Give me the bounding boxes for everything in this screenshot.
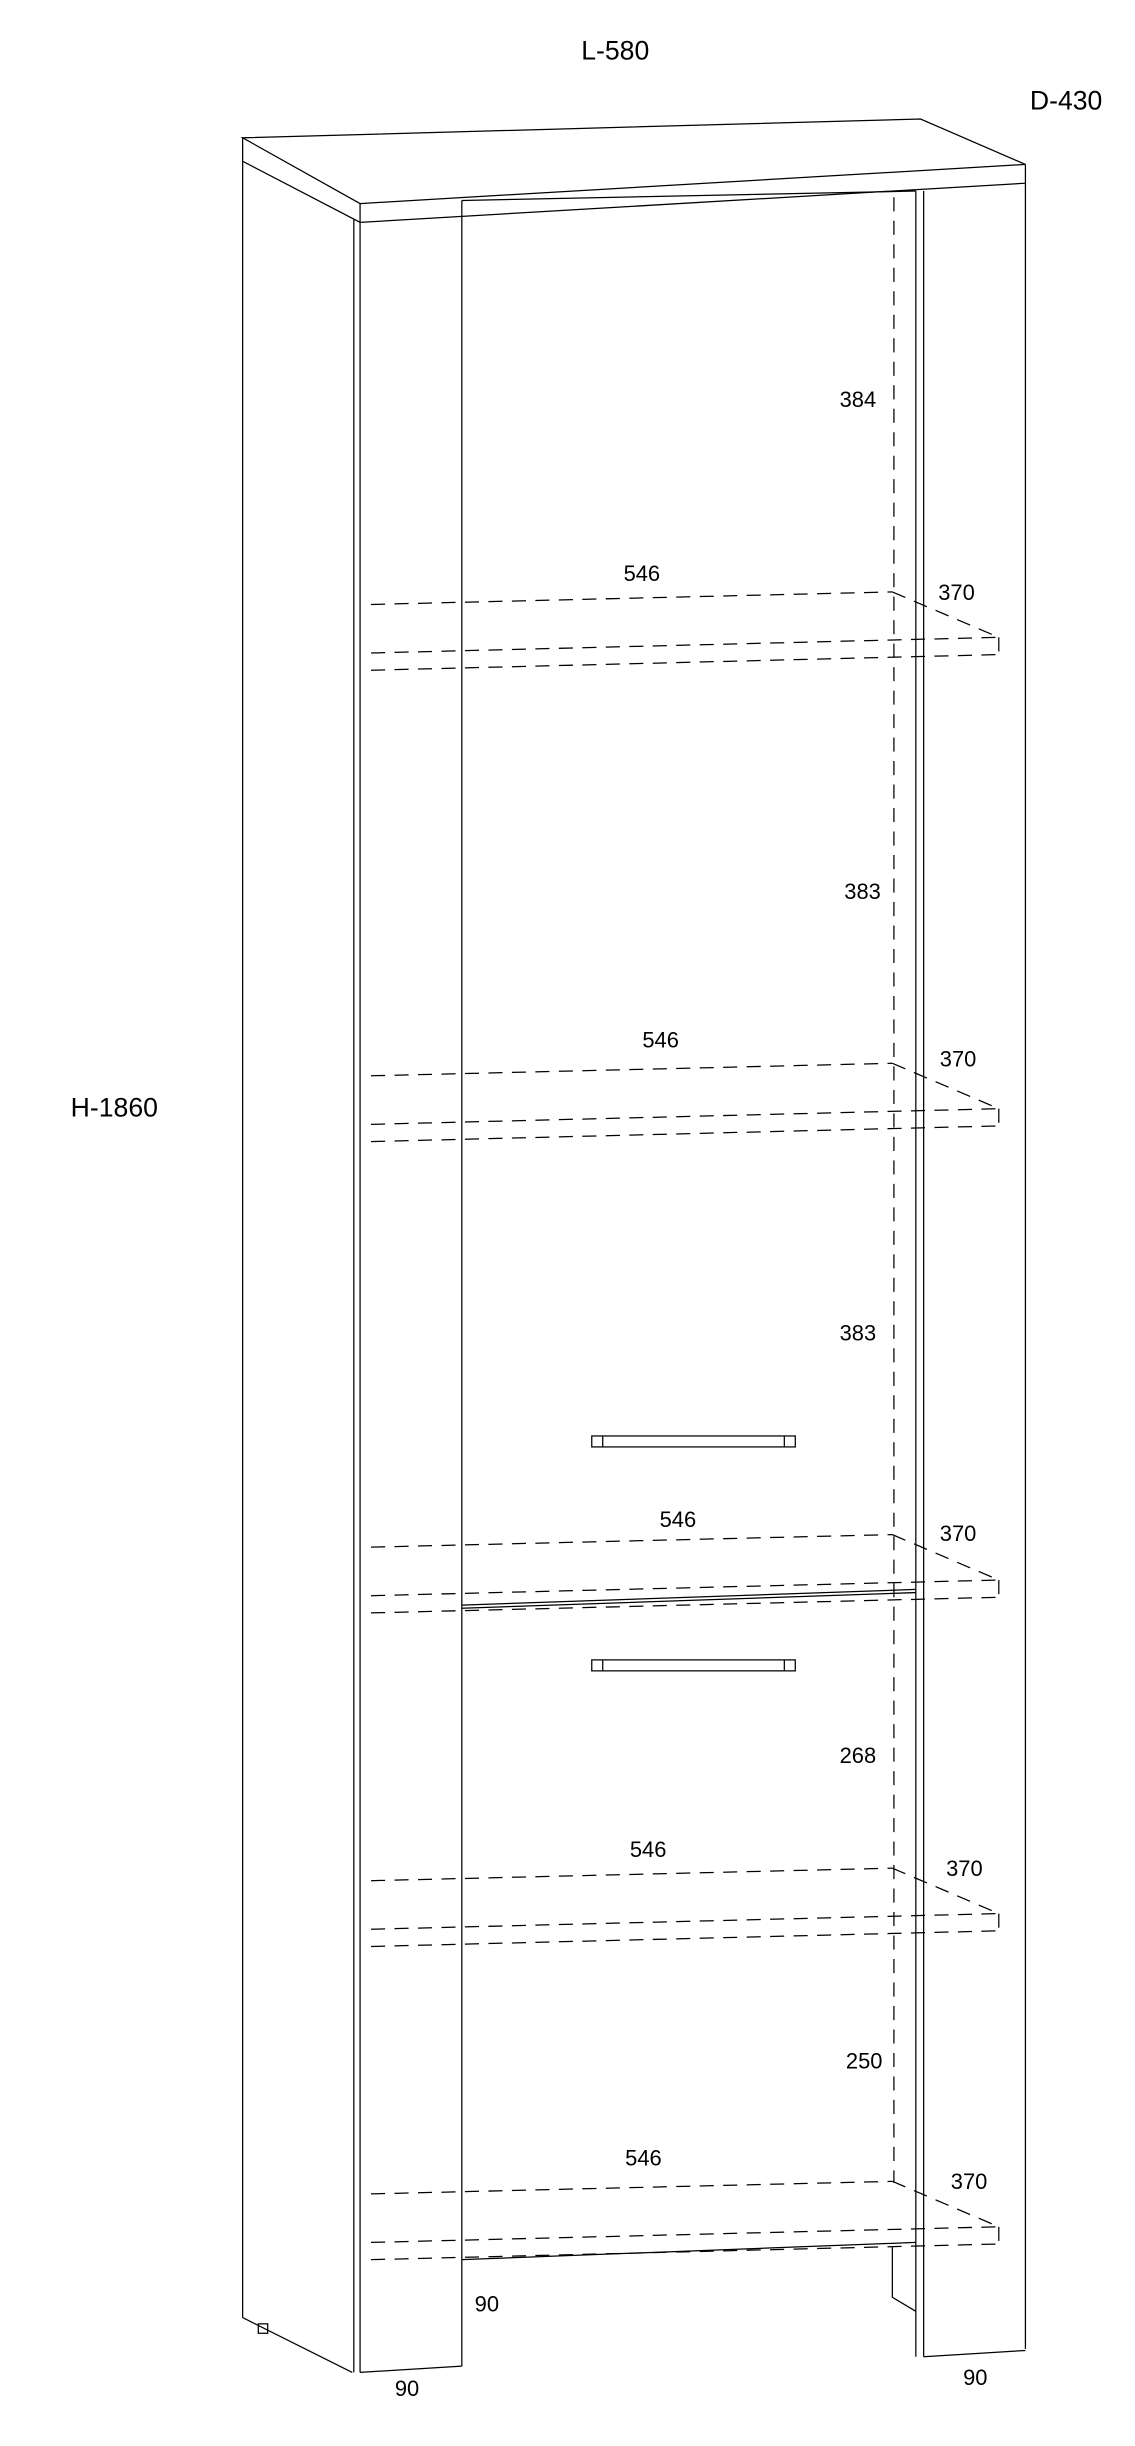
depth-label: D-430 [1030, 86, 1102, 116]
compartment-height-4: 268 [840, 1743, 877, 1768]
length-label: L-580 [581, 36, 649, 66]
top-slab [240, 118, 1027, 223]
shelf-edge [371, 653, 999, 671]
compartment-height-2: 383 [844, 879, 881, 904]
shelf-edge [892, 591, 1000, 638]
shelf-width-2: 546 [642, 1028, 679, 1053]
left-side-panel [242, 161, 353, 2373]
shelf-4 [371, 1867, 1000, 1948]
shelf-depth-5: 370 [951, 2169, 988, 2194]
shelf-depth-3: 370 [940, 1521, 977, 1546]
shelf-edge [371, 1533, 893, 1548]
shelf-edge [371, 1930, 999, 1948]
height-label: H-1860 [71, 1093, 158, 1123]
shelf-edge [371, 2243, 999, 2261]
shelf-edge [892, 2180, 1000, 2228]
compartment-height-3: 383 [840, 1320, 877, 1345]
shelf-edge [892, 1867, 1000, 1915]
door-outline [461, 190, 916, 2261]
upper-handle [591, 1435, 796, 1448]
shelf-1 [371, 591, 1000, 671]
shelf-edge [371, 636, 999, 654]
compartment-height-5: 250 [846, 2049, 883, 2074]
plinth-right-width: 90 [963, 2365, 987, 2390]
shelf-edge [371, 2180, 893, 2195]
shelf-2 [371, 1062, 1000, 1143]
shelf-edge [371, 1912, 999, 1930]
shelf-width-4: 546 [630, 1837, 667, 1862]
shelf-width-3: 546 [660, 1507, 697, 1532]
shelf-edge [371, 1108, 999, 1125]
right-side-panel [891, 183, 1027, 2358]
shelf-width-1: 546 [624, 561, 661, 586]
shelf-edge [371, 591, 893, 606]
shelf-depth-2: 370 [940, 1046, 977, 1071]
lower-handle [591, 1659, 796, 1672]
plinth-front-height: 90 [475, 2291, 499, 2316]
shelf-width-5: 546 [625, 2146, 662, 2171]
shelf-edge [371, 2226, 999, 2244]
shelf-edge [371, 1125, 999, 1143]
left-front-stile [353, 219, 463, 2374]
shelf-edge [892, 1062, 1000, 1110]
plinth-left-width: 90 [395, 2376, 419, 2401]
shelf-depth-4: 370 [946, 1856, 983, 1881]
shelf-edge [371, 1596, 999, 1614]
shelf-depth-1: 370 [938, 580, 975, 605]
shelf-3 [371, 1533, 1000, 1614]
shelf-edge [371, 1867, 893, 1882]
shelf-edge [371, 1062, 893, 1077]
shelf-edge [892, 1534, 1000, 1581]
shelf-edge [371, 1579, 999, 1597]
compartment-height-1: 384 [840, 387, 877, 412]
shelf-5 [371, 2180, 1000, 2261]
